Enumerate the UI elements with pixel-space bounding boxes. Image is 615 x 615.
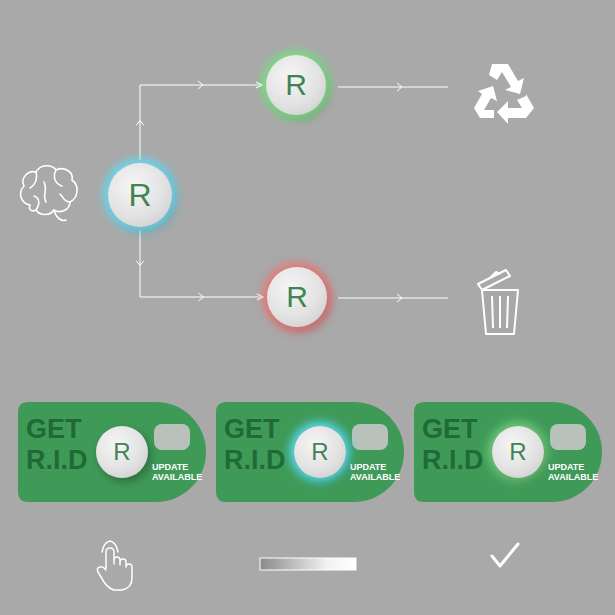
- logo-button: R: [96, 426, 148, 478]
- brain-icon: [21, 166, 77, 221]
- logo-letter: R: [509, 440, 526, 464]
- logo-letter: R: [285, 70, 307, 100]
- progress-bar: [260, 558, 356, 570]
- brand-wordmark: GET R.I.D: [26, 414, 96, 476]
- status-text: UPDATE AVAILABLE: [152, 462, 202, 483]
- brand-wordmark: GET R.I.D: [224, 414, 294, 476]
- status-text: UPDATE AVAILABLE: [350, 462, 400, 483]
- logo-button: R: [108, 163, 172, 227]
- recycle-icon: [474, 64, 534, 124]
- logo-letter: R: [286, 282, 308, 312]
- checkmark-icon: [492, 544, 518, 566]
- flow-chevron: [136, 121, 144, 126]
- flow-connector: [140, 85, 262, 160]
- leader-line: [338, 83, 448, 302]
- trash-icon: [478, 270, 518, 334]
- update-card: GET R.I.D UPDATE AVAILABLE R: [18, 402, 206, 502]
- logo-button: R: [294, 426, 346, 478]
- flow-chevron: [199, 293, 204, 301]
- logo-button: R: [492, 426, 544, 478]
- tap-icon: [97, 541, 132, 590]
- brand-wordmark: GET R.I.D: [422, 414, 492, 476]
- flow-connector: [140, 230, 263, 297]
- logo-button: R: [267, 267, 327, 327]
- logo-letter: R: [113, 440, 130, 464]
- update-card: GET R.I.D UPDATE AVAILABLE R: [216, 402, 404, 502]
- flow-chevron: [136, 261, 144, 266]
- logo-letter: R: [311, 440, 328, 464]
- flow-chevron: [198, 81, 203, 89]
- status-text: UPDATE AVAILABLE: [548, 462, 598, 483]
- logo-button: R: [266, 55, 326, 115]
- update-card: GET R.I.D UPDATE AVAILABLE R: [414, 402, 602, 502]
- logo-letter: R: [128, 179, 151, 211]
